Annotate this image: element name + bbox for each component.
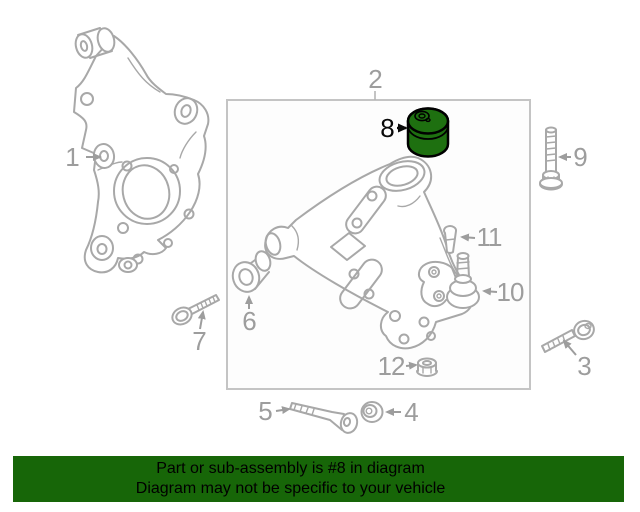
bolt-7-drawing <box>171 294 220 326</box>
part-label-1[interactable]: 1 <box>65 142 80 172</box>
ball-joint-drawing <box>418 252 480 309</box>
part-label-6[interactable]: 6 <box>242 306 257 336</box>
part-label-2[interactable]: 2 <box>368 64 383 94</box>
pin-11-drawing <box>443 225 457 254</box>
arrow-to-part-11 <box>460 233 476 242</box>
arrow-to-part-3 <box>562 339 577 356</box>
arrow-to-part-5 <box>275 406 291 415</box>
part-label-7[interactable]: 7 <box>192 326 207 356</box>
nut-12-drawing <box>416 357 438 377</box>
highlighted-bushing-8-drawing[interactable] <box>406 107 450 158</box>
nut-4-drawing <box>360 401 384 423</box>
part-label-9[interactable]: 9 <box>573 142 588 172</box>
arrow-to-part-7 <box>197 310 206 330</box>
arrow-to-part-12 <box>405 361 418 370</box>
part-label-5[interactable]: 5 <box>258 396 273 426</box>
part-label-3[interactable]: 3 <box>577 351 592 381</box>
info-banner: Part or sub-assembly is #8 in diagram Di… <box>13 456 624 502</box>
part-label-8-highlighted[interactable]: 8 <box>380 113 395 143</box>
arrow-to-part-10 <box>482 287 498 296</box>
part-label-12[interactable]: 12 <box>377 351 406 381</box>
banner-line-1: Part or sub-assembly is #8 in diagram <box>156 460 425 477</box>
callout-arrows <box>86 123 577 416</box>
bolt-3-drawing <box>541 319 595 353</box>
part-label-11[interactable]: 11 <box>476 222 503 252</box>
banner-line-2: Diagram may not be specific to your vehi… <box>135 480 446 497</box>
bushing-6-drawing <box>231 250 272 293</box>
bolt-5-drawing <box>289 402 359 434</box>
steering-knuckle-drawing <box>73 27 210 274</box>
bolt-9-drawing <box>539 126 563 191</box>
part-label-10[interactable]: 10 <box>496 277 525 307</box>
part-label-4[interactable]: 4 <box>404 397 419 427</box>
